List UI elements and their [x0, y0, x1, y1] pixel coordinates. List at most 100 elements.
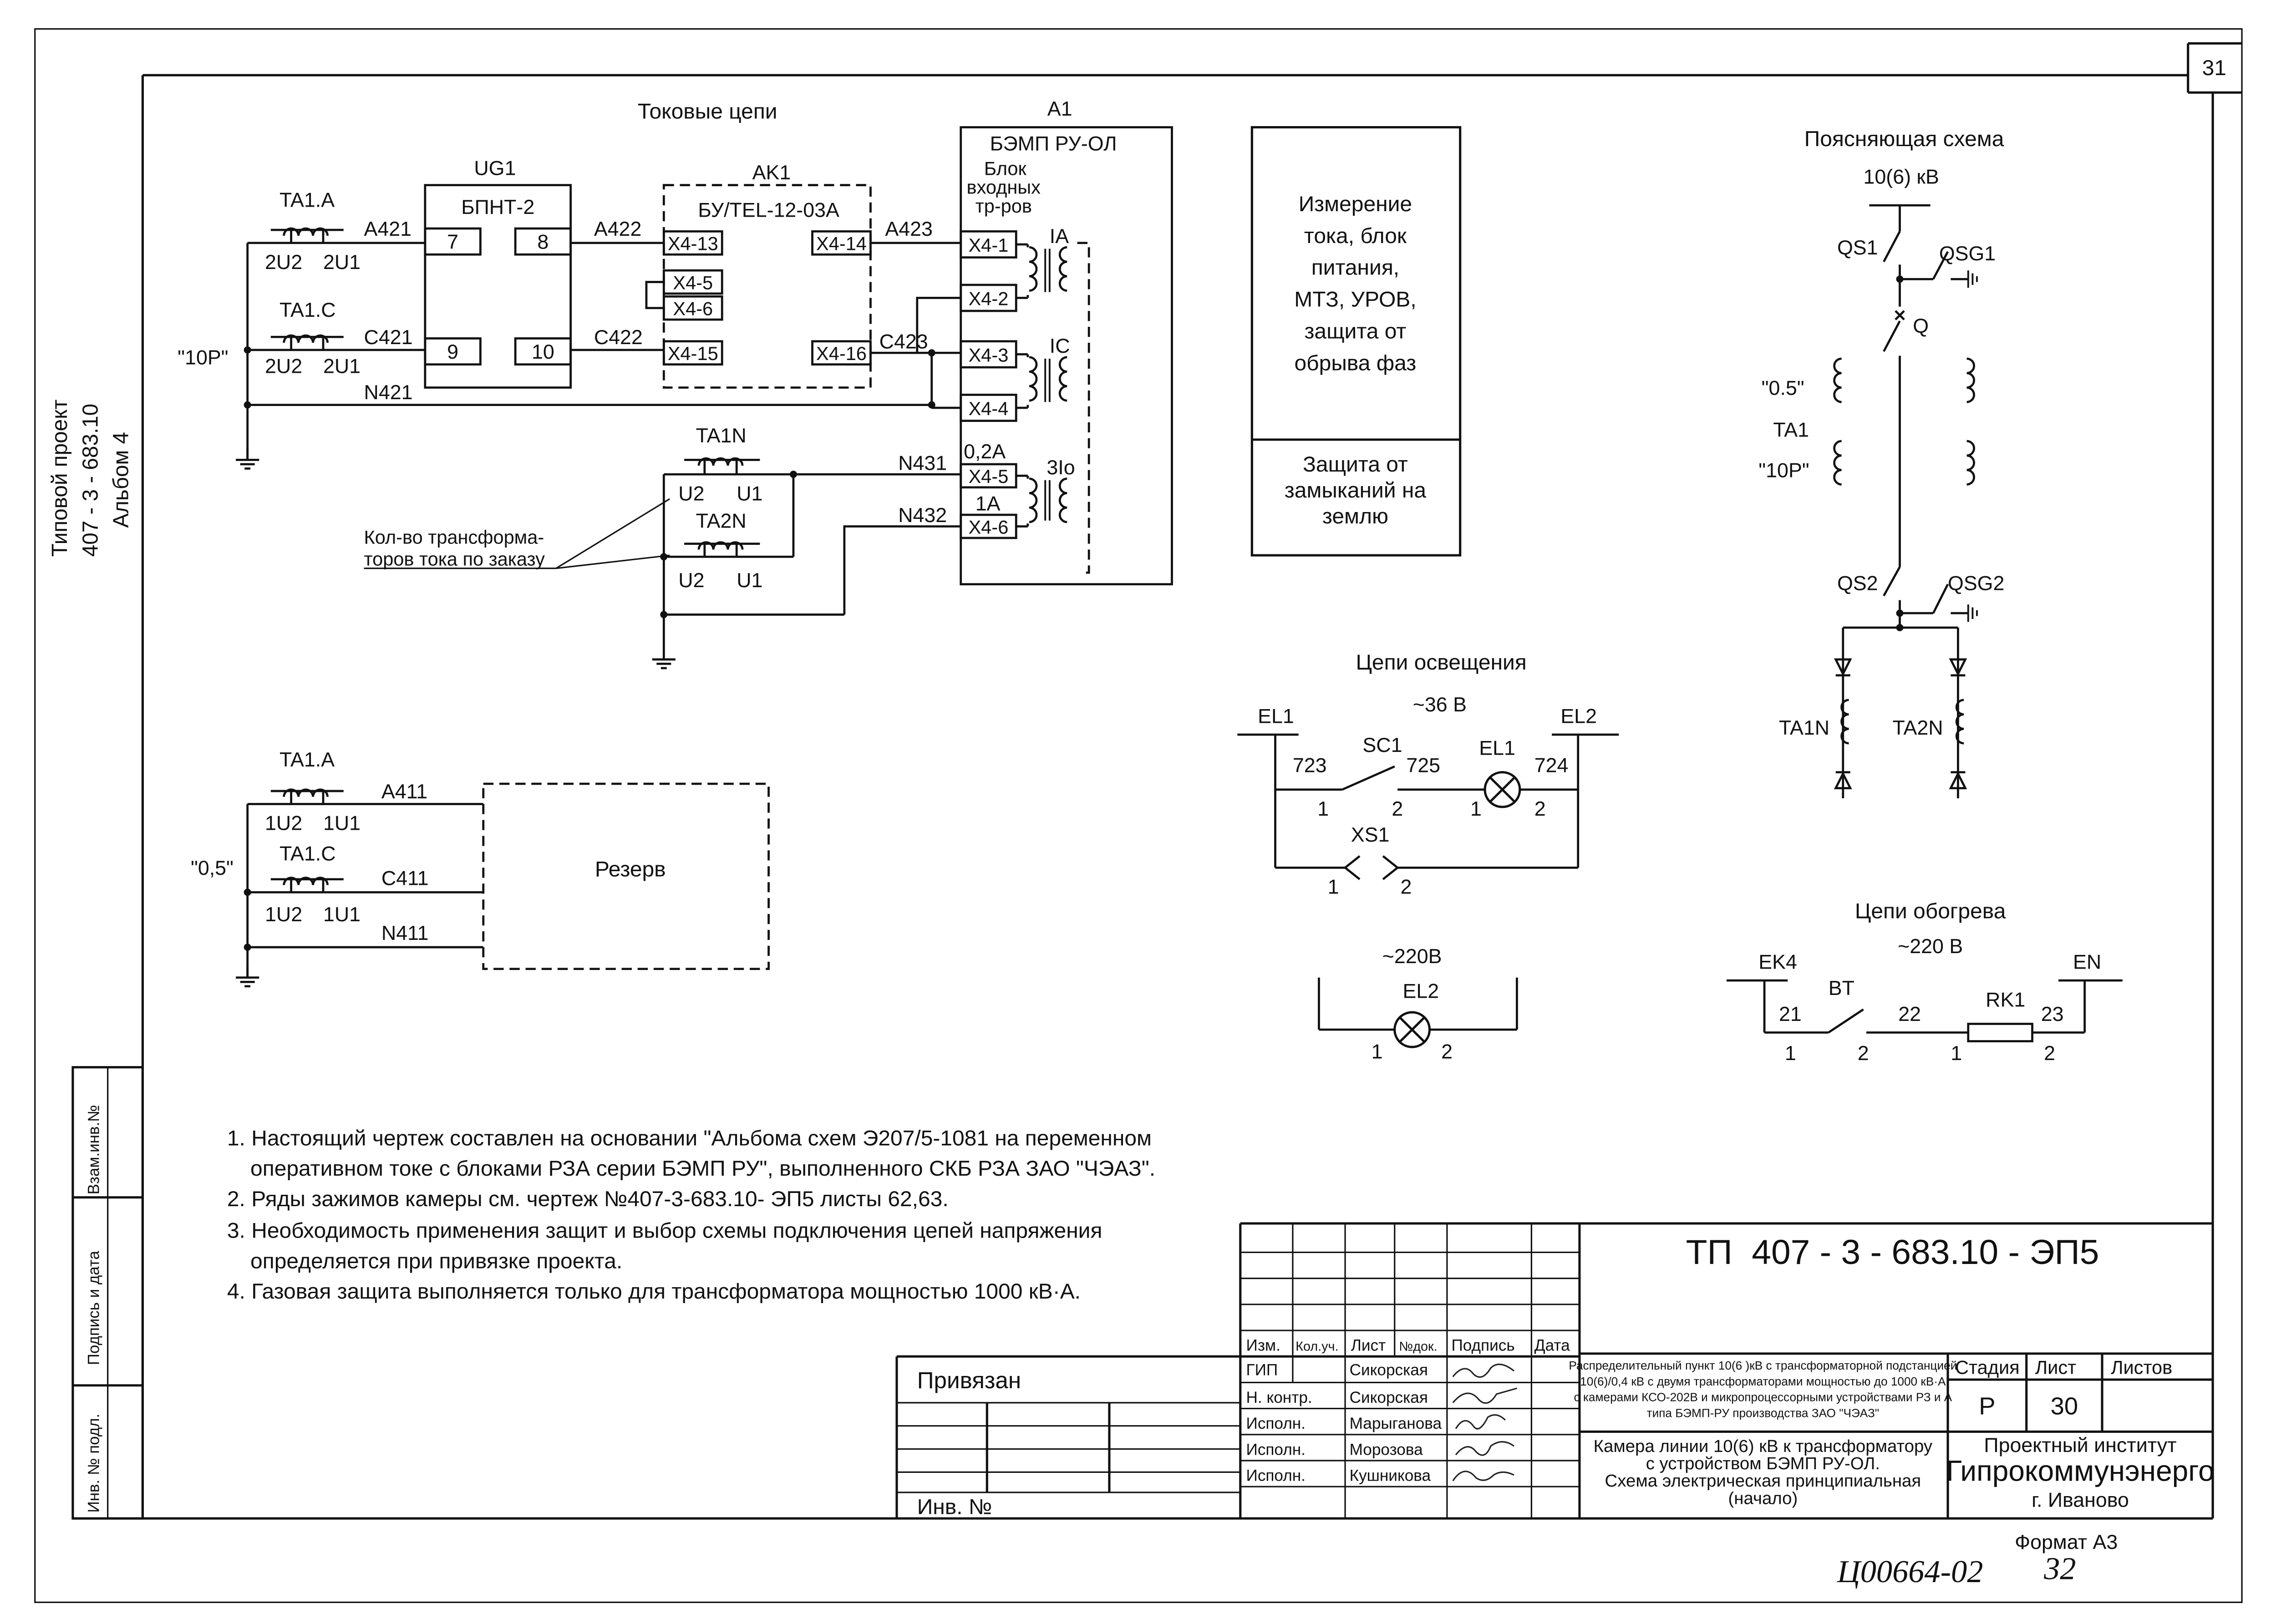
blok-line3: тр-ров	[975, 195, 1032, 217]
bt-pin2: 2	[1858, 1042, 1869, 1065]
col-data: Дата	[1534, 1337, 1570, 1355]
terminal-x4-6: X4-6	[969, 517, 1009, 538]
rk1-pin1: 1	[1951, 1042, 1962, 1065]
el1-pin1: 1	[1470, 798, 1482, 820]
name-3: Марыганова	[1350, 1415, 1442, 1432]
function-box: Измерение тока, блок питания, МТЗ, УРОВ,…	[1250, 126, 1462, 557]
side-album: Альбом 4	[109, 432, 133, 528]
ia-label: IA	[1050, 225, 1069, 248]
inv-label: Инв. №	[917, 1495, 992, 1519]
rating-1a: 1A	[975, 493, 1001, 515]
desc-2: 10(6)/0,4 кВ с двумя трансформаторами мо…	[1580, 1375, 1946, 1388]
sheets-header: Листов	[2111, 1356, 2172, 1378]
wire-c423: C423	[879, 331, 928, 353]
note-1-cont: оперативном токе с блоками РЗА серии БЭМ…	[250, 1157, 1155, 1181]
winding-1u1-c: 1U1	[323, 903, 361, 926]
class-10p: "10P"	[178, 347, 228, 369]
terminal-7: 7	[447, 231, 458, 254]
el2-pin1: 1	[1372, 1041, 1383, 1063]
heating-circuits: Цепи обогрева ~220 В EK4 BT RK1 EN 21 22…	[1726, 899, 2123, 1065]
heat-title: Цепи обогрева	[1855, 899, 2006, 924]
a1-label: A1	[1047, 98, 1072, 120]
terminal-x4-16: X4-16	[816, 343, 867, 364]
bu-label: БУ/TEL-12-03A	[698, 199, 839, 222]
winding-u1: U1	[737, 482, 762, 505]
el1-bus-label: EL1	[1258, 705, 1294, 728]
role-gip: ГИП	[1246, 1361, 1278, 1379]
wire-22: 22	[1898, 1003, 1921, 1025]
expl-title: Поясняющая схема	[1804, 127, 2004, 151]
winding-2u2: 2U2	[265, 251, 302, 274]
role-ispoln-2: Исполн.	[1246, 1441, 1306, 1458]
col-dok: №док.	[1399, 1340, 1437, 1354]
handwritten-page: 32	[2043, 1552, 2076, 1587]
qs2-label: QS2	[1837, 572, 1878, 594]
class-05: "0,5"	[191, 857, 234, 879]
light-220-voltage: ~220В	[1382, 945, 1442, 968]
xs1-pin1: 1	[1328, 876, 1339, 898]
stage-header: Стадия	[1955, 1356, 2020, 1378]
ground-line2: замыканий на	[1285, 478, 1427, 502]
col-izm: Изм.	[1246, 1337, 1280, 1355]
terminal-x4-3: X4-3	[969, 344, 1009, 365]
wire-c422: C422	[594, 326, 643, 349]
ta1c-label: TA1.C	[279, 299, 336, 321]
role-nkontr: Н. контр.	[1246, 1389, 1312, 1406]
wire-a421: A421	[364, 218, 412, 240]
ta2n-label: TA2N	[696, 510, 747, 533]
sc1-label: SC1	[1362, 734, 1402, 756]
title-name-3: Схема электрическая принципиальная	[1605, 1471, 1921, 1491]
name-4: Морозова	[1350, 1441, 1423, 1458]
wire-21: 21	[1779, 1003, 1802, 1025]
org-line2: Гипрокоммунэнерго	[1946, 1455, 2214, 1487]
reserve-circuits: TA1.A TA1.C 1U2 1U1 1U2 1U1 "0,5" A411 C…	[191, 749, 770, 986]
side-project-label: Типовой проект	[48, 400, 72, 557]
terminal-x4-4: X4-4	[969, 398, 1009, 419]
xs1-pin2: 2	[1401, 876, 1412, 898]
qty-note-1: Кол-во трансформа-	[364, 527, 544, 548]
desc-3: с камерами КСО-202В и микропроцессорными…	[1574, 1391, 1952, 1404]
qsg2-label: QSG2	[1948, 572, 2004, 594]
sheet-header: Лист	[2035, 1356, 2076, 1378]
ta1-class-05: "0.5"	[1762, 377, 1804, 400]
el2-bus-label: EL2	[1560, 705, 1597, 728]
winding-1u1: 1U1	[323, 812, 361, 835]
wire-c411: C411	[381, 868, 429, 890]
ta1n-label: TA1N	[696, 425, 747, 447]
wire-n431: N431	[898, 452, 947, 475]
rk1-label: RK1	[1986, 989, 2025, 1011]
rating-02a: 0,2A	[964, 441, 1006, 463]
col-list: Лист	[1351, 1337, 1386, 1355]
wire-23: 23	[2041, 1003, 2064, 1025]
en-label: EN	[2073, 951, 2101, 974]
col-podpis: Подпись	[1451, 1337, 1514, 1355]
title-name-4: (начало)	[1728, 1488, 1798, 1508]
meas-line1: Измерение	[1299, 192, 1412, 216]
stage-value: Р	[1979, 1392, 1995, 1420]
light-title: Цепи освещения	[1356, 650, 1526, 675]
terminal-x4-5: X4-5	[969, 466, 1009, 487]
desc-1: Распределительный пункт 10(6 )кВ с транс…	[1569, 1359, 1957, 1372]
winding-1u2: 1U2	[265, 812, 302, 835]
note-3-cont: определяется при привязке проекта.	[250, 1249, 622, 1274]
winding-u2: U2	[678, 482, 704, 505]
notes: 1. Настоящий чертеж составлен на основан…	[227, 1126, 1155, 1304]
winding-u2-b: U2	[678, 569, 704, 592]
wire-724: 724	[1534, 755, 1569, 777]
ek4-label: EK4	[1758, 951, 1797, 974]
terminal-x4-6-ak: X4-6	[673, 298, 713, 320]
ta1-label: TA1	[1773, 419, 1809, 442]
wire-c421: C421	[364, 326, 413, 349]
ta1a-label: TA1.A	[279, 189, 335, 211]
handwritten-code: Ц00664-02	[1837, 1554, 1983, 1589]
wire-n421: N421	[364, 381, 413, 404]
wire-a411: A411	[381, 781, 427, 803]
role-ispoln-3: Исполн.	[1246, 1467, 1306, 1485]
bt-pin1: 1	[1785, 1042, 1796, 1065]
current-title: Токовые цепи	[638, 100, 777, 124]
sc1-pin1: 1	[1317, 798, 1329, 820]
bt-label: BT	[1829, 977, 1854, 1000]
el1-pin2: 2	[1534, 798, 1546, 820]
